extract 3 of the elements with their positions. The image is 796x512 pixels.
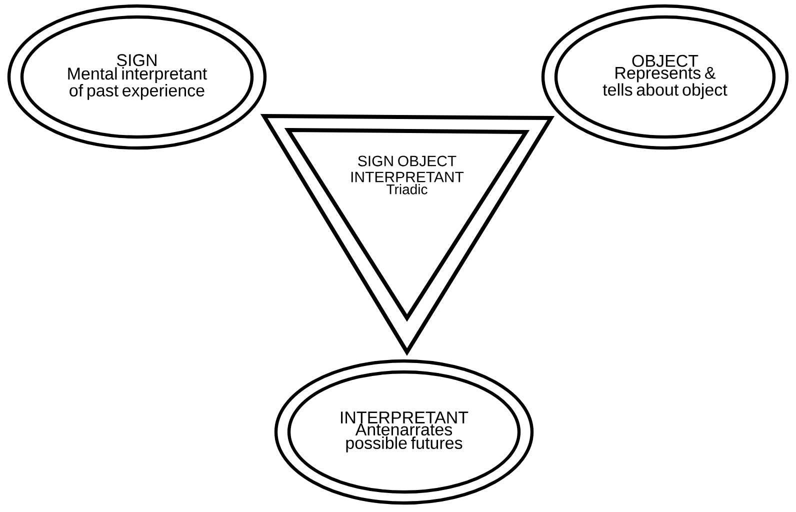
ellipse-node: INTERPRETANT Antenarrates possible futures bbox=[274, 359, 534, 505]
ellipse-node: OBJECT Represents & tells about object bbox=[541, 4, 789, 150]
ellipse-node: SIGN Mental interpretant of past experience bbox=[7, 4, 267, 150]
